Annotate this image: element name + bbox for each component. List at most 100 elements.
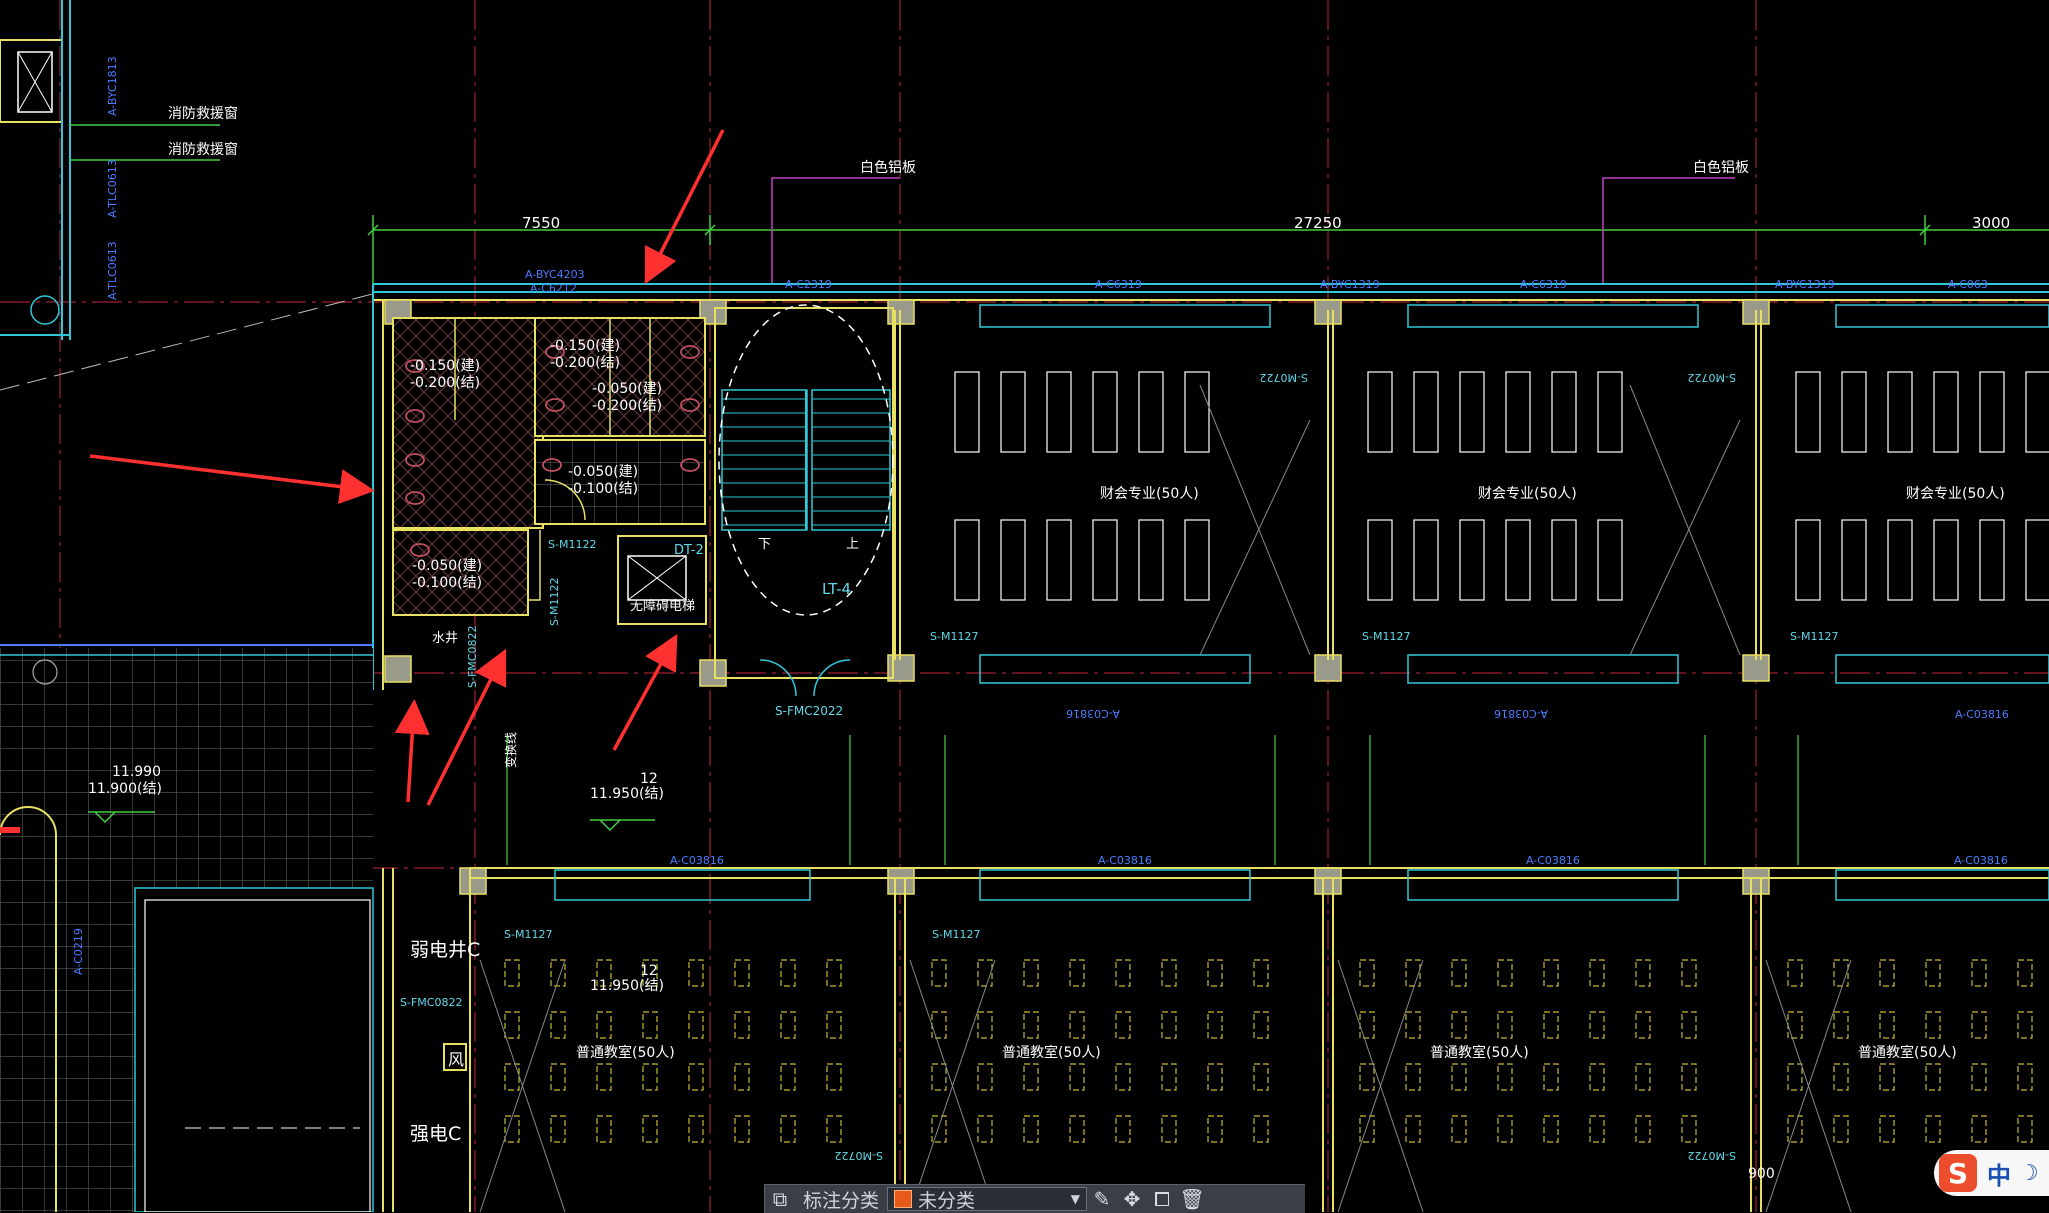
desk (1207, 1011, 1223, 1039)
stair-door (759, 659, 851, 697)
desk (1253, 959, 1269, 987)
door-tag-m0722-4: S-M0722 (1688, 1149, 1736, 1162)
dimension-3000: 3000 (1972, 214, 2010, 232)
desk (1451, 959, 1467, 987)
desk (1971, 1115, 1987, 1143)
desk (1879, 1011, 1895, 1039)
desk (931, 959, 947, 987)
desk (1253, 1115, 1269, 1143)
desk (2017, 959, 2033, 987)
desk (642, 1063, 658, 1091)
desk (688, 1011, 704, 1039)
annotation-category-label: 标注分类 (803, 1189, 880, 1212)
desk (504, 959, 520, 987)
staircase-lt4 (714, 304, 894, 679)
desk (1925, 1115, 1941, 1143)
desk (1046, 519, 1072, 601)
desk (1184, 371, 1210, 453)
layers-icon[interactable]: ⧉ (772, 1187, 788, 1211)
tag-c03816-6: A-C03816 (1526, 854, 1580, 867)
desk (1795, 519, 1821, 601)
desk (1115, 1115, 1131, 1143)
desk (1833, 1063, 1849, 1091)
category-dropdown[interactable]: 未分类 ▼ (887, 1187, 1088, 1212)
desk (1359, 1011, 1375, 1039)
dimension-7550: 7550 (522, 214, 560, 232)
elev-d-struct: -0.100(结) (568, 481, 638, 497)
desk (1405, 959, 1421, 987)
stair-lt4-label: LT-4 (822, 580, 851, 598)
door-tag-m1122-b: S-M1122 (548, 578, 561, 626)
desk (688, 1063, 704, 1091)
desk (1253, 1011, 1269, 1039)
desk (1597, 371, 1623, 453)
copy-icon[interactable]: ⧠ (1154, 1187, 1171, 1211)
door-tag-m1127-1: S-M1127 (930, 630, 978, 643)
elev-a-arch: -0.150(建) (410, 358, 480, 374)
room-wind: 风 (448, 1050, 464, 1069)
desk (1069, 1011, 1085, 1039)
tag-c03816-5: A-C03816 (1098, 854, 1152, 867)
desk (688, 959, 704, 987)
desk (642, 959, 658, 987)
desk (1207, 1063, 1223, 1091)
roof-area (0, 644, 374, 1212)
corridor-elev-num: 12 (640, 771, 658, 787)
desk (826, 1115, 842, 1143)
room-classroom-4: 普通教室(50人) (1858, 1044, 1957, 1061)
desk (1359, 1063, 1375, 1091)
edit-icon[interactable]: ✎ (1093, 1187, 1111, 1211)
window-tag-tlc0613-b: A-TLC0613 (106, 241, 119, 300)
roof-elev-2: 11.900(结) (88, 781, 162, 797)
tag-byc1319-1: A-BYC1319 (1320, 278, 1380, 291)
desk (1405, 1063, 1421, 1091)
delete-icon[interactable]: 🗑 (1179, 1187, 1205, 1211)
corridor-elev2: 11.950(结) (590, 978, 664, 994)
ime-status-badge[interactable]: S 中 ☽ (1934, 1150, 2049, 1196)
desk (1161, 1063, 1177, 1091)
desk (1543, 1011, 1559, 1039)
elevator-dt2-label: DT-2 (674, 543, 704, 558)
desk (2017, 1011, 2033, 1039)
desk (1833, 959, 1849, 987)
desk (826, 1063, 842, 1091)
desk (1589, 959, 1605, 987)
desk (1451, 1063, 1467, 1091)
desk (1879, 1115, 1895, 1143)
desk (1046, 371, 1072, 453)
room-classroom-1: 普通教室(50人) (576, 1044, 675, 1061)
desk (1115, 1063, 1131, 1091)
desk (596, 1063, 612, 1091)
elev-e-struct: -0.100(结) (412, 575, 482, 591)
desk (1887, 519, 1913, 601)
desk (550, 1063, 566, 1091)
desk (596, 1011, 612, 1039)
desk (1635, 959, 1651, 987)
desk (1023, 1011, 1039, 1039)
desk (1971, 1011, 1987, 1039)
upper-diagonals (1199, 384, 1741, 656)
desk (1367, 371, 1393, 453)
desk (1000, 371, 1026, 453)
ime-mode-label[interactable]: 中 (1987, 1161, 2011, 1190)
desk (1069, 959, 1085, 987)
moon-icon[interactable]: ☽ (2019, 1160, 2039, 1186)
desk (734, 959, 750, 987)
tag-c6319-1: A-C6319 (1095, 278, 1142, 291)
door-tag-m0722-3: S-M0722 (835, 1149, 883, 1162)
lower-classroom-walls (470, 867, 2049, 1212)
desk (1681, 959, 1697, 987)
desk (550, 959, 566, 987)
window-tag-tlc0613-a: A-TLC0613 (106, 159, 119, 218)
desk (1681, 1063, 1697, 1091)
desk (1413, 519, 1439, 601)
desk (977, 1011, 993, 1039)
aluminum-leaders (771, 177, 1735, 285)
desk (1551, 371, 1577, 453)
desk (1161, 1011, 1177, 1039)
desk (1161, 1115, 1177, 1143)
section-cut-line (0, 291, 381, 391)
move-icon[interactable]: ✥ (1123, 1187, 1141, 1211)
tag-c03816-7: A-C03816 (1954, 854, 2008, 867)
